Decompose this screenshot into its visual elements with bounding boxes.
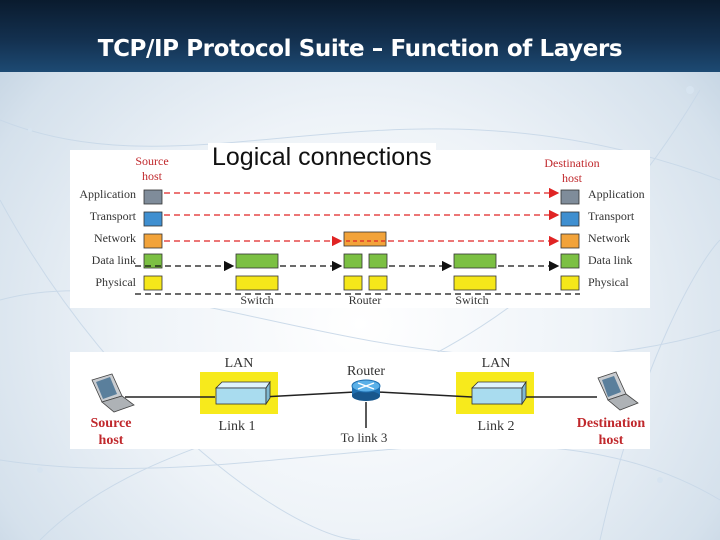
source-network-block	[143, 233, 163, 249]
source-host-label-1: Source	[135, 154, 168, 168]
router-icon	[351, 379, 381, 401]
switch-right-physical-block	[453, 275, 497, 291]
source-physical-block	[143, 275, 163, 291]
switch-right-icon	[471, 380, 527, 406]
switch-left-physical-block	[235, 275, 279, 291]
router-label: Router	[347, 364, 385, 379]
logical-connections-label: Logical connections	[208, 143, 436, 172]
destination-transport-block	[560, 211, 580, 227]
destination-network-block	[560, 233, 580, 249]
layer-label-transport-left: Transport	[90, 209, 137, 223]
router-physical-block-a	[343, 275, 363, 291]
destination-datalink-block	[560, 253, 580, 269]
router-datalink-block-a	[343, 253, 363, 269]
layer-label-transport-right: Transport	[588, 209, 635, 223]
bottom-source-host-label-1: Source	[91, 416, 132, 431]
layer-label-network-left: Network	[94, 231, 136, 245]
switch-right-datalink-block	[453, 253, 497, 269]
switch-left-icon	[215, 380, 271, 406]
switch-left-datalink-block	[235, 253, 279, 269]
link-right-label: Link 2	[478, 419, 515, 434]
cable-router-switch	[377, 391, 473, 398]
layer-label-network-right: Network	[588, 231, 630, 245]
source-laptop-icon	[91, 373, 135, 413]
destination-host-label-1: Destination	[544, 156, 599, 170]
layer-label-datalink-right: Data link	[588, 253, 632, 267]
layer-label-datalink-left: Data link	[92, 253, 136, 267]
source-datalink-block	[143, 253, 163, 269]
layer-label-application-right: Application	[588, 187, 645, 201]
source-application-block	[143, 189, 163, 205]
layer-label-physical-right: Physical	[588, 275, 629, 289]
destination-laptop-icon	[597, 371, 639, 411]
destination-physical-block	[560, 275, 580, 291]
to-link3-label: To link 3	[341, 430, 388, 445]
source-host-label-2: host	[142, 169, 163, 183]
header-bar	[0, 0, 720, 72]
router-network-block	[343, 231, 387, 247]
destination-host-label-2: host	[562, 171, 583, 185]
bottom-source-host-label-2: host	[99, 433, 124, 448]
lan-left-label: LAN	[225, 356, 254, 371]
cable-switch-router	[261, 391, 356, 398]
bottom-destination-host-label-1: Destination	[577, 416, 646, 431]
router-physical-block-b	[368, 275, 388, 291]
layer-label-application-left: Application	[79, 187, 136, 201]
device-label-switch-right: Switch	[455, 293, 488, 307]
device-label-switch-left: Switch	[240, 293, 273, 307]
router-datalink-block-b	[368, 253, 388, 269]
lan-right-label: LAN	[482, 356, 511, 371]
bottom-destination-host-label-2: host	[599, 433, 624, 448]
source-transport-block	[143, 211, 163, 227]
device-label-router: Router	[349, 293, 382, 307]
destination-application-block	[560, 189, 580, 205]
layer-label-physical-left: Physical	[95, 275, 136, 289]
link-left-label: Link 1	[219, 419, 256, 434]
slide-title: TCP/IP Protocol Suite – Function of Laye…	[97, 36, 623, 62]
